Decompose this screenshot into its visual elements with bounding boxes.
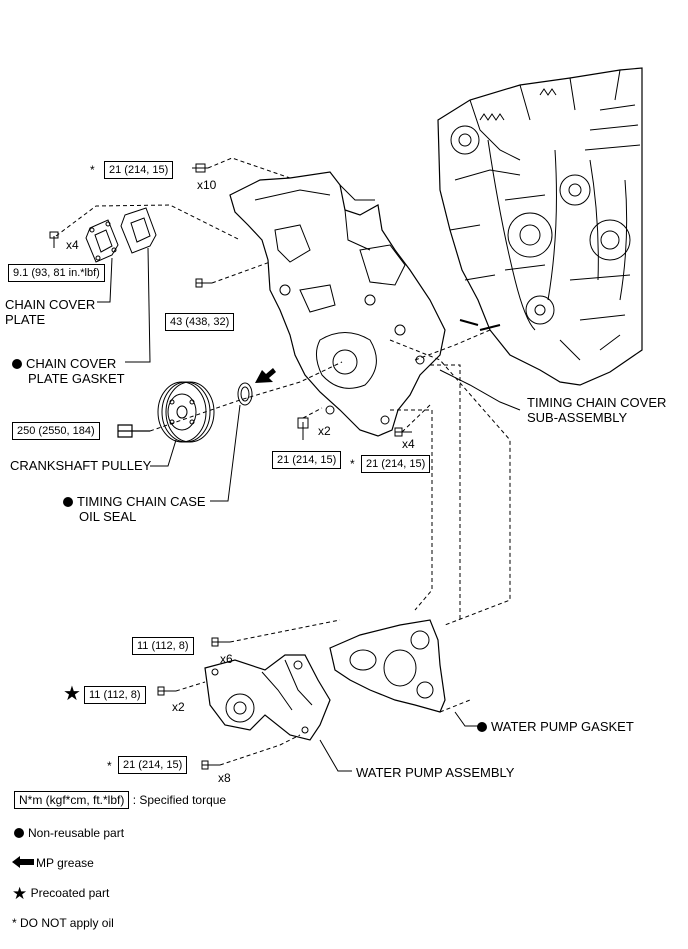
torque-top-bolts: 21 (214, 15) <box>104 161 174 179</box>
no-oil-mark-top: * <box>90 163 95 177</box>
legend-non-reusable: Non-reusable part <box>14 826 124 841</box>
water-pump-gasket-illustration <box>329 619 446 713</box>
torque-nut: 21 (214, 15) <box>272 451 342 469</box>
assembly-dashed-lines <box>55 157 511 766</box>
legend-no-oil: * DO NOT apply oil <box>12 916 114 930</box>
torque-wp-bolts-1: 11 (112, 8) <box>132 637 194 655</box>
timing-chain-cover-illustration <box>229 171 446 437</box>
label-water-pump-gasket: WATER PUMP GASKET <box>477 719 634 734</box>
oil-seal-illustration <box>237 382 253 406</box>
chain-cover-plate-gasket-illustration <box>120 207 157 254</box>
leader-lines <box>97 247 521 772</box>
torque-wp-bolts-3: 21 (214, 15) <box>118 756 188 774</box>
legend-precoated: ★ Precoated part <box>12 884 110 903</box>
torque-lower-bolts: 21 (214, 15) <box>361 455 431 473</box>
torque-wp-bolts-2: 11 (112, 8) <box>84 686 146 704</box>
qty-lower-bolts: x4 <box>402 437 415 451</box>
no-oil-mark-lower: * <box>350 457 355 471</box>
qty-top-bolts: x10 <box>197 178 217 192</box>
bolts-illustration <box>49 163 412 770</box>
torque-plate-bolts: 9.1 (93, 81 in.*lbf) <box>8 264 105 282</box>
mp-grease-arrow-icon <box>12 856 34 868</box>
engine-block-illustration <box>437 67 643 386</box>
legend-mp-grease: MP grease <box>12 856 94 871</box>
legend-torque: N*m (kgf*cm, ft.*lbf) : Specified torque <box>14 791 226 809</box>
label-timing-chain-cover-sub-assembly: TIMING CHAIN COVER SUB-ASSEMBLY <box>527 395 667 425</box>
label-crankshaft-pulley: CRANKSHAFT PULLEY <box>10 458 152 473</box>
water-pump-assembly-illustration <box>204 654 331 741</box>
precoated-star-icon: ★ <box>63 683 81 705</box>
non-reusable-dot-icon <box>14 828 24 838</box>
label-timing-chain-case-oil-seal: TIMING CHAIN CASE OIL SEAL <box>63 494 206 524</box>
qty-wp-bolts-2: x2 <box>172 700 185 714</box>
qty-wp-bolts-3: x8 <box>218 771 231 785</box>
qty-plate-bolts: x4 <box>66 238 79 252</box>
chain-cover-plate-illustration <box>85 219 119 263</box>
label-chain-cover-plate: CHAIN COVER PLATE <box>5 297 96 327</box>
label-chain-cover-plate-gasket: CHAIN COVER PLATE GASKET <box>12 356 125 386</box>
torque-pulley-bolt: 250 (2550, 184) <box>12 422 100 440</box>
qty-wp-bolts-1: x6 <box>220 652 233 666</box>
label-water-pump-assembly: WATER PUMP ASSEMBLY <box>356 765 515 780</box>
precoated-star-icon: ★ <box>12 884 28 903</box>
legend-torque-box: N*m (kgf*cm, ft.*lbf) <box>14 791 130 809</box>
legend-torque-desc: : Specified torque <box>132 793 227 807</box>
no-oil-mark-wp: * <box>107 759 112 773</box>
torque-mid-bolt: 43 (438, 32) <box>165 313 235 331</box>
mp-grease-arrow <box>255 368 276 383</box>
qty-nut: x2 <box>318 424 331 438</box>
non-reusable-dot-icon <box>477 722 487 732</box>
non-reusable-dot-icon <box>12 359 22 369</box>
non-reusable-dot-icon <box>63 497 73 507</box>
